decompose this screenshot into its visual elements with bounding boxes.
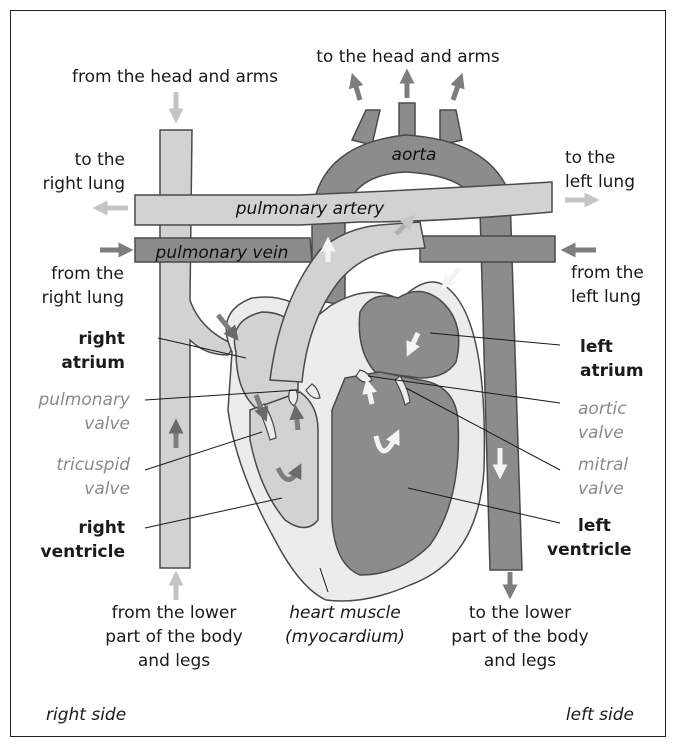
label-from-right-lung-2: right lung — [42, 288, 124, 308]
label-left-ventricle-1: left — [578, 516, 611, 536]
arrow-rv-up — [296, 412, 298, 430]
label-left-ventricle-2: ventricle — [547, 540, 632, 560]
label-heart-muscle-1: heart muscle — [289, 603, 400, 623]
label-pulmonary-valve-1: pulmonary — [38, 390, 131, 410]
label-from-lower-1: from the lower — [112, 603, 237, 623]
label-aortic-valve-1: aortic — [578, 399, 627, 419]
label-heart-muscle-2: (myocardium) — [285, 627, 405, 647]
label-tricuspid-valve-2: valve — [84, 479, 130, 499]
label-right-atrium-1: right — [78, 329, 125, 349]
label-mitral-valve-2: valve — [578, 479, 624, 499]
label-from-left-lung-2: left lung — [571, 287, 641, 307]
label-left-atrium-2: atrium — [580, 361, 644, 381]
label-right-ventricle-1: right — [78, 518, 125, 538]
label-pulmonary-artery: pulmonary artery — [235, 199, 385, 219]
label-tricuspid-valve-1: tricuspid — [56, 455, 130, 475]
label-left-atrium-1: left — [580, 337, 613, 357]
label-pulmonary-vein: pulmonary vein — [155, 243, 289, 263]
arrow-to-head-1 — [354, 80, 360, 100]
label-right-atrium-2: atrium — [61, 353, 125, 373]
label-from-lower-2: part of the body — [105, 627, 242, 647]
label-from-right-lung-1: from the — [51, 264, 124, 284]
label-to-left-lung-2: left lung — [565, 172, 635, 192]
label-from-lower-3: and legs — [138, 651, 210, 671]
label-right-side: right side — [46, 705, 126, 725]
label-left-side: left side — [566, 705, 634, 725]
arrow-pv-into-la — [446, 268, 460, 284]
label-to-right-lung-1: to the — [75, 150, 125, 170]
label-aorta: aorta — [392, 145, 437, 165]
arrow-to-head-3 — [453, 80, 460, 100]
label-to-lower-3: and legs — [484, 651, 556, 671]
label-from-left-lung-1: from the — [571, 263, 644, 283]
label-to-right-lung-2: right lung — [43, 174, 125, 194]
label-aortic-valve-2: valve — [578, 423, 624, 443]
pulmonary-vein-left — [420, 236, 555, 262]
label-to-left-lung-1: to the — [565, 148, 615, 168]
label-to-lower-2: part of the body — [451, 627, 588, 647]
label-to-head-arms: to the head and arms — [316, 47, 500, 67]
label-pulmonary-valve-2: valve — [84, 414, 130, 434]
label-to-lower-1: to the lower — [469, 603, 571, 623]
label-mitral-valve-1: mitral — [578, 455, 628, 475]
label-from-head-arms: from the head and arms — [72, 67, 278, 87]
label-right-ventricle-2: ventricle — [41, 542, 126, 562]
